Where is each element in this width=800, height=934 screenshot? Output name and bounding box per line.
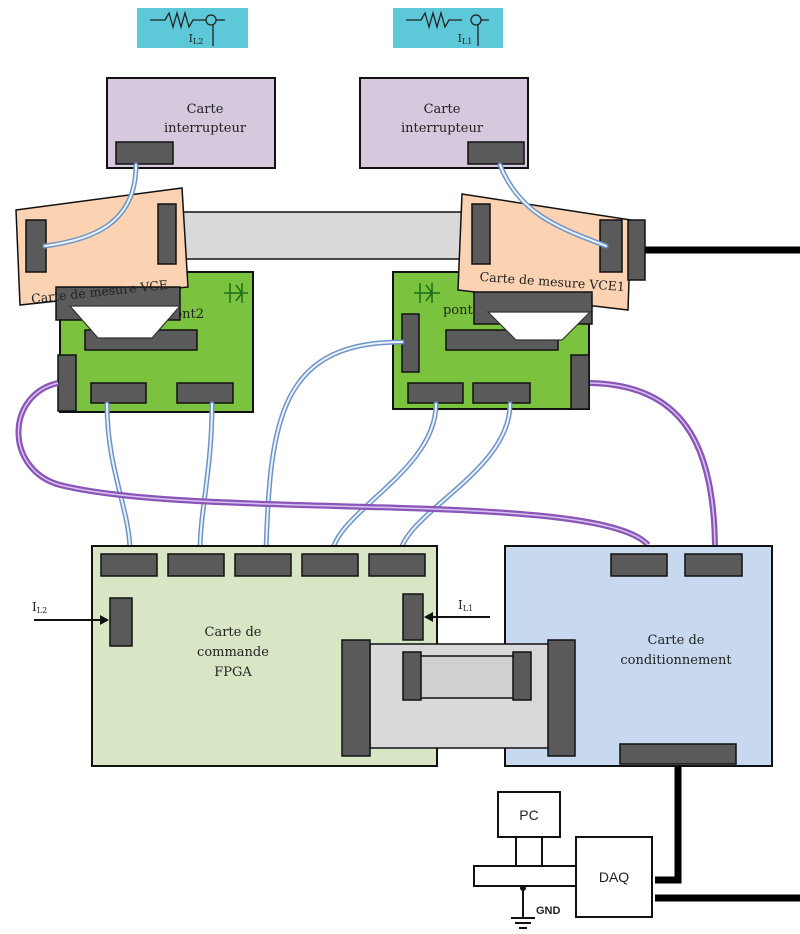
switch-board-left-line2: interrupteur	[164, 121, 247, 136]
pc-station: PC	[473, 791, 579, 887]
down-arrow-icon	[486, 311, 592, 341]
arrow-right-icon	[100, 615, 109, 625]
current-input-connector	[109, 597, 133, 647]
input-left-sub: L2	[37, 606, 47, 615]
fpga-board-line2: commande	[197, 645, 269, 660]
switch-board-right-line1: Carte	[424, 102, 461, 117]
connector	[157, 203, 177, 265]
connector	[90, 382, 147, 404]
input-right-sub: L1	[463, 604, 473, 613]
board-link	[341, 639, 576, 757]
input-right-main: I	[458, 598, 463, 612]
connector	[471, 203, 491, 265]
connector	[100, 553, 158, 577]
svg-text:IL1: IL1	[458, 32, 473, 46]
inductor-label-right-sub: L1	[462, 37, 472, 46]
down-arrow-icon	[68, 305, 182, 339]
current-input-connector	[402, 593, 424, 641]
ground: GND	[511, 885, 561, 929]
pc-label: PC	[519, 807, 538, 823]
purple-cables	[15, 380, 718, 553]
connector	[684, 553, 743, 577]
daq-wire-vertical	[655, 762, 682, 884]
fiber-cables	[42, 162, 609, 555]
inductor-label-right-text: I	[458, 32, 462, 45]
switch-board-right: Carte interrupteur	[359, 77, 529, 169]
connector	[512, 651, 532, 701]
pc-box	[497, 791, 561, 838]
connector	[547, 639, 576, 757]
gnd-label: GND	[536, 905, 561, 917]
inductor-icon	[406, 10, 462, 30]
fpga-board-line1: Carte de	[205, 625, 262, 640]
input-arrow-right: IL1	[424, 598, 490, 622]
daq-box: DAQ	[575, 836, 653, 918]
igbt-icon	[224, 283, 248, 303]
inductor-label-left: IL2	[137, 8, 248, 48]
bridge-right-label: pont1	[443, 303, 481, 318]
connector	[176, 382, 234, 404]
switch-board-left: Carte interrupteur	[106, 77, 276, 169]
connector	[472, 382, 531, 404]
connector	[402, 651, 422, 701]
conditioning-board-line1: Carte de	[648, 633, 705, 648]
inductor-label-right: IL1	[393, 8, 503, 48]
svg-text:IL2: IL2	[189, 32, 204, 46]
connector	[341, 639, 371, 757]
connector	[167, 553, 225, 577]
pc-base	[473, 865, 579, 887]
daq-label: DAQ	[599, 869, 629, 885]
connector	[467, 141, 525, 165]
connector	[407, 382, 464, 404]
connector	[115, 141, 174, 165]
conditioning-board-line2: conditionnement	[620, 653, 732, 668]
input-left-main: I	[32, 600, 37, 614]
svg-text:IL1: IL1	[458, 598, 473, 613]
output-connector	[627, 219, 646, 281]
arrow-left-icon	[424, 612, 433, 622]
connector	[570, 354, 590, 410]
measure-board-right: Carte de mesure VCE1	[457, 193, 646, 341]
thick-wires	[645, 246, 800, 902]
connector	[610, 553, 668, 577]
connector	[301, 553, 359, 577]
ribbon-cable-top	[165, 211, 489, 260]
inductor-icon	[150, 10, 206, 30]
connector	[234, 553, 292, 577]
switch-board-left-line1: Carte	[187, 102, 224, 117]
fpga-board-line3: FPGA	[214, 665, 252, 680]
inductor-label-left-sub: L2	[193, 37, 203, 46]
measure-board-left: Carte de mesure VCE	[15, 187, 189, 339]
inductor-label-left-text: I	[189, 32, 193, 45]
input-arrow-left: IL2	[32, 600, 109, 625]
daq-connector	[619, 743, 737, 765]
switch-board-right-line2: interrupteur	[401, 121, 484, 136]
igbt-icon	[414, 283, 440, 303]
connector	[57, 354, 77, 412]
connector	[368, 553, 426, 577]
connector	[401, 313, 420, 373]
svg-text:IL2: IL2	[32, 600, 47, 615]
